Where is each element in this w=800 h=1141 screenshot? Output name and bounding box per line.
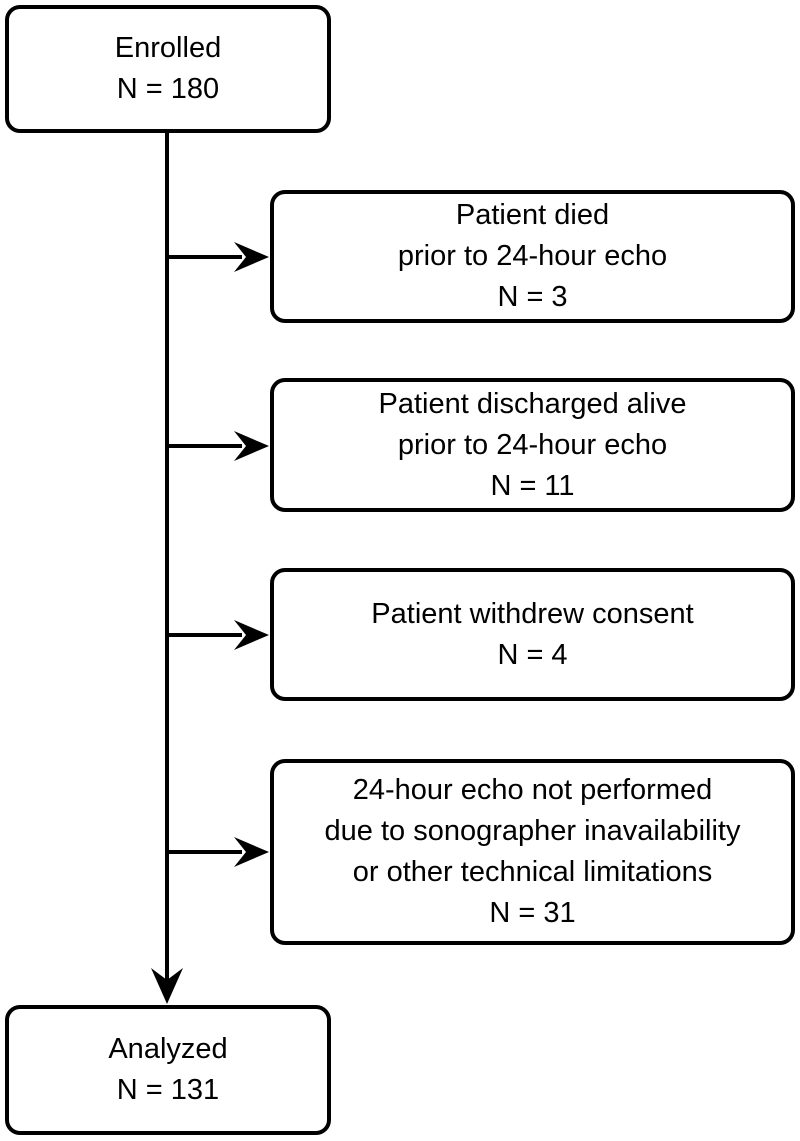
- right-arrowhead-3: [234, 620, 269, 650]
- exclusion-count: N = 4: [497, 638, 568, 671]
- exclusion-count: N = 11: [490, 469, 575, 502]
- exclusion-line: Patient withdrew consent: [371, 597, 694, 630]
- exclusion-line: prior to 24-hour echo: [397, 240, 668, 272]
- exclusion-line: Patient discharged alive: [378, 387, 687, 420]
- right-arrowhead-4: [234, 837, 269, 867]
- right-arrowhead-1: [234, 242, 269, 272]
- down-arrowhead: [151, 968, 183, 1004]
- exclusion-line: prior to 24-hour echo: [397, 428, 668, 461]
- exclusion-box-died: Patient died prior to 24-hour echo N = 3: [270, 190, 795, 323]
- enrolled-count: N = 180: [116, 73, 220, 105]
- exclusion-count: N = 31: [489, 897, 576, 929]
- analyzed-label: Analyzed: [108, 1033, 228, 1065]
- analyzed-count: N = 131: [116, 1074, 220, 1106]
- enrolled-box: Enrolled N = 180: [5, 5, 331, 133]
- exclusion-box-not-performed: 24-hour echo not performed due to sonogr…: [270, 759, 795, 945]
- analyzed-box: Analyzed N = 131: [5, 1005, 331, 1135]
- right-arrowhead-2: [234, 431, 269, 461]
- enrolled-label: Enrolled: [114, 32, 222, 64]
- exclusion-line: or other technical limitations: [352, 856, 713, 888]
- exclusion-line: due to sonographer inavailability: [324, 815, 741, 847]
- exclusion-line: 24-hour echo not performed: [352, 774, 713, 806]
- exclusion-box-discharged: Patient discharged alive prior to 24-hou…: [270, 378, 795, 512]
- exclusion-count: N = 3: [497, 281, 568, 313]
- exclusion-line: Patient died: [455, 199, 610, 231]
- exclusion-box-withdrew: Patient withdrew consent N = 4: [270, 568, 795, 701]
